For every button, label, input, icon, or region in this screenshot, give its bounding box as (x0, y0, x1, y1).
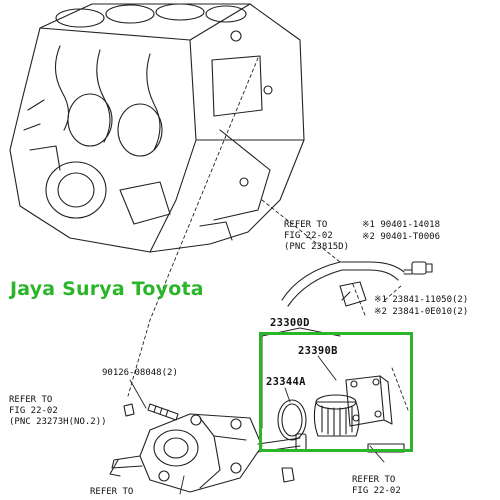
refer-top-line1: REFER TO (284, 220, 328, 230)
oil-filter-element (313, 375, 393, 437)
stud-part-number: 90126-08048(2) (102, 368, 178, 378)
o-ring-gasket (277, 399, 307, 441)
bracket-part-2: ※2 23841-0E010(2) (374, 307, 469, 317)
stud-bolt (147, 403, 179, 421)
refer-bottom-right-line1: REFER TO (352, 475, 396, 485)
oil-pipe (281, 261, 405, 307)
engine-block (9, 3, 305, 253)
refer-top-line3: (PNC 23815D) (284, 242, 350, 252)
union-bolt (403, 261, 433, 275)
plug-bottom (281, 467, 295, 483)
refer-bottom-left-line1: REFER TO (90, 487, 134, 497)
refer-left-line3: (PNC 23273H(NO.2)) (9, 417, 107, 427)
refer-left-line1: REFER TO (9, 395, 53, 405)
highlight-box (259, 332, 413, 452)
plug-left (123, 403, 135, 417)
watermark-text: Jaya Surya Toyota (10, 278, 204, 300)
bolt-part-1: ※1 90401-14018 (362, 220, 440, 230)
refer-top-line2: FIG 22-02 (284, 231, 333, 241)
filter-part-number: 23390B (298, 345, 338, 357)
gasket-part-number: 23344A (266, 376, 306, 388)
bracket-part-1: ※1 23841-11050(2) (374, 295, 469, 305)
assembly-part-number: 23300D (270, 317, 310, 329)
refer-bottom-right-line2: FIG 22-02 (352, 486, 401, 496)
bolt-part-2: ※2 90401-T0006 (362, 232, 440, 242)
refer-left-line2: FIG 22-02 (9, 406, 58, 416)
